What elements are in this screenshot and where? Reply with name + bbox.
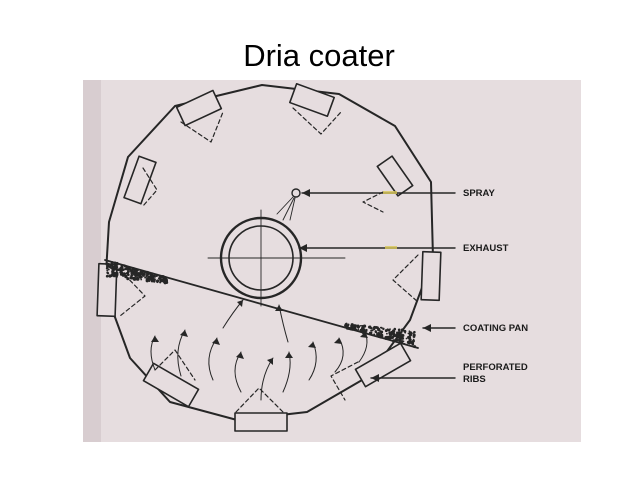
slide-title: Dria coater: [243, 38, 395, 73]
spray-nozzle: [291, 188, 301, 198]
scan-left-shade: [83, 80, 101, 442]
tablet-bed: [105, 261, 417, 349]
label-exhaust: EXHAUST: [463, 243, 509, 254]
label-coating-pan: COATING PAN: [463, 323, 528, 334]
label-spray: SPRAY: [463, 188, 496, 199]
spray-jets: [276, 196, 296, 221]
scan-highlights: [383, 191, 397, 249]
label-perforated-ribs-line1: PERFORATED: [463, 362, 528, 373]
rib-baffles: [119, 107, 419, 413]
perforated-ribs: [96, 82, 442, 432]
label-leaders: [298, 192, 456, 379]
label-perforated-ribs-line2: RIBS: [463, 374, 486, 385]
dria-coater-diagram: SPRAY EXHAUST COATING PAN PERFORATED RIB…: [83, 80, 581, 442]
label-leader-arrowheads: [299, 189, 431, 382]
airflow-arrowheads: [151, 300, 368, 365]
